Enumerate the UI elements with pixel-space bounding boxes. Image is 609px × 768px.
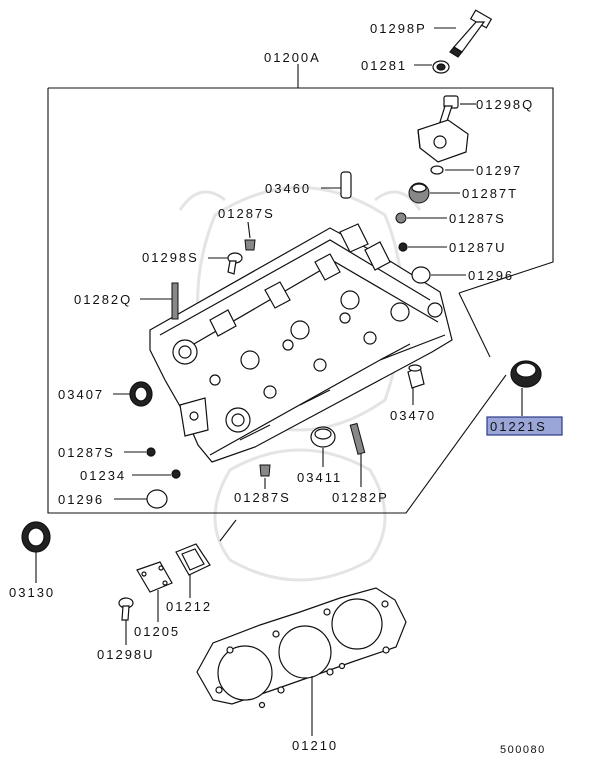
plug-icon[interactable] (411, 266, 431, 284)
seal-ring-icon[interactable] (21, 521, 51, 553)
seal-ring-icon[interactable] (510, 360, 542, 388)
label-01221S[interactable]: 01221S (490, 419, 547, 434)
bolt-icon[interactable] (118, 597, 134, 621)
label-01287U: 01287U (449, 240, 507, 255)
label-01234: 01234 (80, 468, 126, 483)
dowel-icon[interactable] (430, 165, 444, 175)
label-01282P: 01282P (332, 490, 389, 505)
label-03411: 03411 (297, 470, 342, 485)
bolt-icon[interactable] (227, 252, 243, 275)
label-01200A: 01200A (264, 50, 321, 65)
label-01282Q: 01282Q (74, 292, 132, 307)
plug-icon[interactable] (244, 239, 256, 251)
label-01296-right: 01296 (468, 268, 514, 283)
washer-icon[interactable] (432, 60, 450, 74)
label-01287S-left: 01287S (58, 445, 115, 460)
label-01297: 01297 (476, 163, 522, 178)
seal-ring-icon[interactable] (310, 426, 336, 448)
label-03470: 03470 (390, 408, 436, 423)
bolt-icon[interactable] (449, 9, 493, 58)
label-01298Q: 01298Q (476, 97, 534, 112)
assembly-frame (47, 87, 554, 514)
label-01298P: 01298P (370, 21, 427, 36)
cover-plate-icon[interactable] (136, 561, 173, 593)
stud-icon[interactable] (171, 282, 179, 320)
label-03130: 03130 (9, 585, 55, 600)
bearing-cap-icon[interactable] (417, 119, 469, 163)
label-01287S-right: 01287S (449, 211, 506, 226)
label-01298U: 01298U (97, 647, 155, 662)
head-gasket-icon[interactable] (196, 587, 407, 709)
label-03460: 03460 (265, 181, 311, 196)
plug-icon[interactable] (395, 212, 407, 224)
plug-icon[interactable] (259, 464, 271, 477)
label-01205: 01205 (134, 624, 180, 639)
label-01287T: 01287T (462, 186, 518, 201)
label-01212: 01212 (166, 599, 212, 614)
figure-number: 500080 (500, 744, 546, 756)
label-01210: 01210 (292, 738, 338, 753)
label-01281: 01281 (361, 58, 407, 73)
dowel-icon[interactable] (171, 469, 181, 479)
label-01287S-bottom: 01287S (234, 490, 291, 505)
label-03407: 03407 (58, 387, 104, 402)
plug-icon[interactable] (146, 489, 168, 509)
pin-icon[interactable] (340, 171, 352, 199)
stud-icon[interactable] (349, 422, 366, 455)
plug-icon[interactable] (398, 242, 408, 252)
label-01296-left: 01296 (58, 492, 104, 507)
highlight-01221S (486, 416, 563, 436)
bracket-icon[interactable] (179, 397, 209, 437)
plug-icon[interactable] (407, 364, 425, 389)
plug-icon[interactable] (408, 182, 430, 204)
gasket-icon[interactable] (175, 543, 211, 576)
label-01298S: 01298S (142, 250, 199, 265)
cylinder-head-icon[interactable] (149, 223, 453, 463)
bolt-icon[interactable] (439, 95, 459, 125)
seal-ring-icon[interactable] (129, 381, 153, 407)
label-01287S-top: 01287S (218, 206, 275, 221)
plug-icon[interactable] (146, 447, 156, 457)
